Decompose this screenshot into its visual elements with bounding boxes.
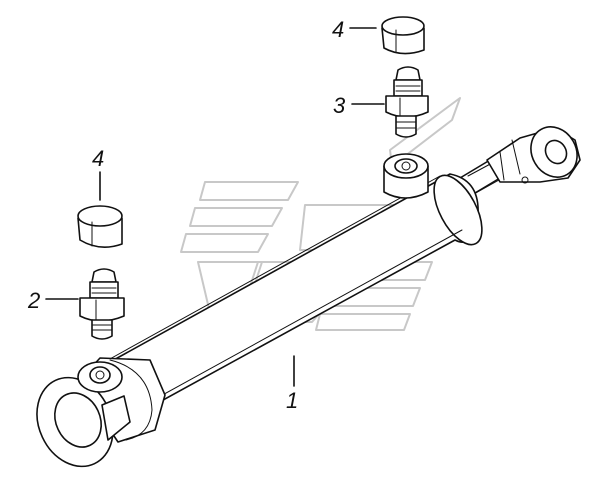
callout-label-cap-upper: 4 xyxy=(332,17,344,42)
hydraulic-cylinder xyxy=(36,126,581,468)
leader-lines xyxy=(45,27,385,387)
callout-label-cap-lower: 4 xyxy=(92,146,104,171)
callout-label-fitting-upper: 3 xyxy=(333,93,346,118)
cap-upper xyxy=(381,16,425,55)
callout-label-cylinder: 1 xyxy=(286,388,298,413)
cap-lower xyxy=(77,205,123,248)
fitting-upper xyxy=(385,66,429,138)
callout-label-fitting-lower: 2 xyxy=(27,288,40,313)
fitting-lower xyxy=(79,268,125,340)
